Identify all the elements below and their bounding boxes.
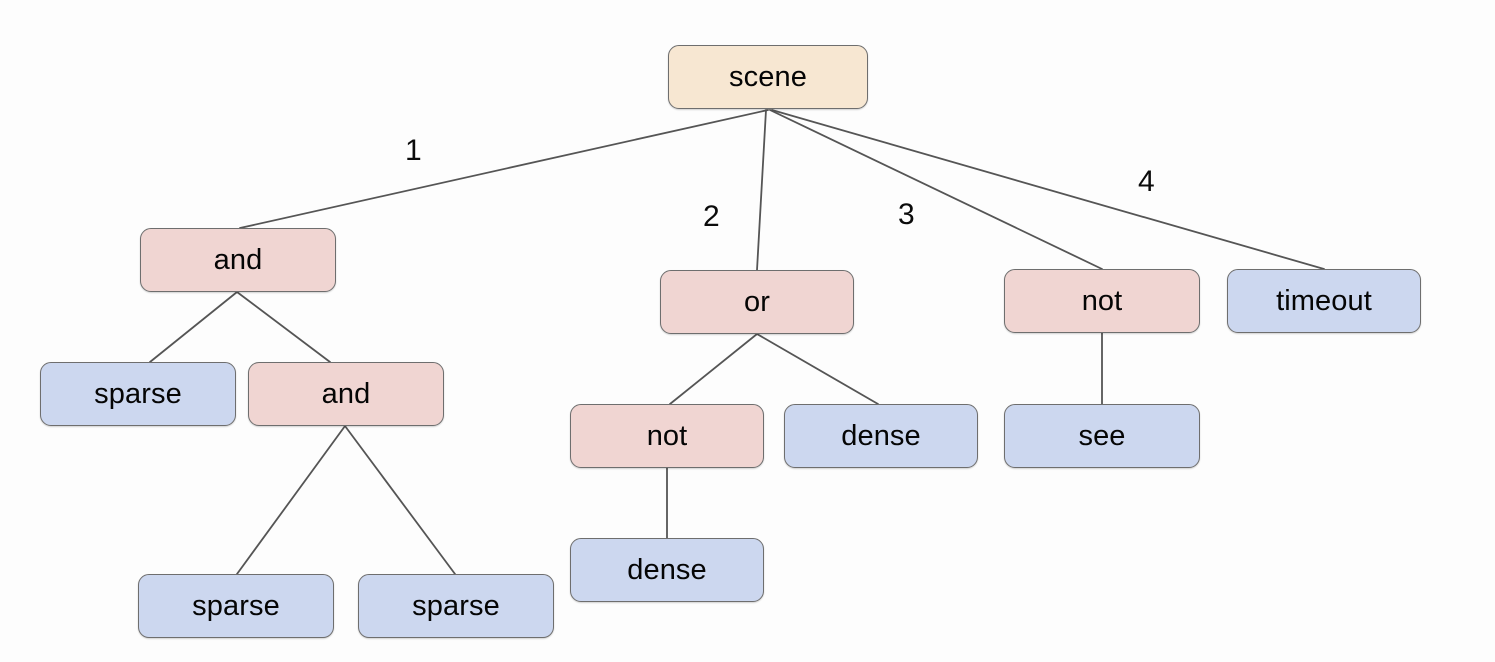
tree-node-or1[interactable]: or	[660, 270, 854, 334]
edge-label-1: 1	[405, 134, 422, 167]
edge-label-4: 4	[1138, 165, 1155, 198]
tree-node-label: dense	[841, 419, 921, 452]
tree-edge-scene-to-not2	[769, 109, 1103, 270]
tree-node-and2[interactable]: and	[248, 362, 444, 426]
tree-node-dense2[interactable]: dense	[570, 538, 764, 602]
tree-node-label: scene	[729, 60, 807, 93]
tree-node-label: dense	[627, 553, 707, 586]
tree-node-label: or	[744, 285, 770, 318]
edge-label-3: 3	[898, 198, 915, 231]
tree-node-see1[interactable]: see	[1004, 404, 1200, 468]
tree-node-label: not	[646, 419, 688, 452]
tree-node-label: sparse	[412, 589, 500, 622]
tree-node-label: timeout	[1276, 284, 1372, 317]
tree-node-label: sparse	[192, 589, 280, 622]
tree-node-label: and	[321, 377, 371, 410]
tree-node-label: see	[1078, 419, 1126, 452]
tree-node-scene[interactable]: scene	[668, 45, 868, 109]
tree-node-label: not	[1081, 284, 1123, 317]
tree-edge-scene-to-and1	[239, 109, 769, 229]
tree-edge-or1-to-not1	[669, 333, 758, 405]
tree-node-sparse2[interactable]: sparse	[138, 574, 334, 638]
tree-node-label: and	[213, 243, 263, 276]
tree-edge-and2-to-sparse2	[236, 425, 346, 575]
tree-node-not1[interactable]: not	[570, 404, 764, 468]
tree-node-timeout1[interactable]: timeout	[1227, 269, 1421, 333]
tree-node-dense1[interactable]: dense	[784, 404, 978, 468]
tree-edge-scene-to-or1	[756, 109, 767, 271]
tree-node-and1[interactable]: and	[140, 228, 336, 292]
tree-edge-or1-to-dense1	[756, 333, 879, 405]
tree-edge-and1-to-sparse1	[149, 291, 238, 363]
edge-label-2: 2	[703, 200, 720, 233]
tree-node-not2[interactable]: not	[1004, 269, 1200, 333]
tree-edge-and1-to-and2	[236, 291, 331, 363]
tree-node-sparse3[interactable]: sparse	[358, 574, 554, 638]
tree-edge-and2-to-sparse3	[344, 425, 456, 575]
tree-edge-scene-to-timeout1	[771, 109, 1325, 270]
tree-node-label: sparse	[94, 377, 182, 410]
tree-node-sparse1[interactable]: sparse	[40, 362, 236, 426]
